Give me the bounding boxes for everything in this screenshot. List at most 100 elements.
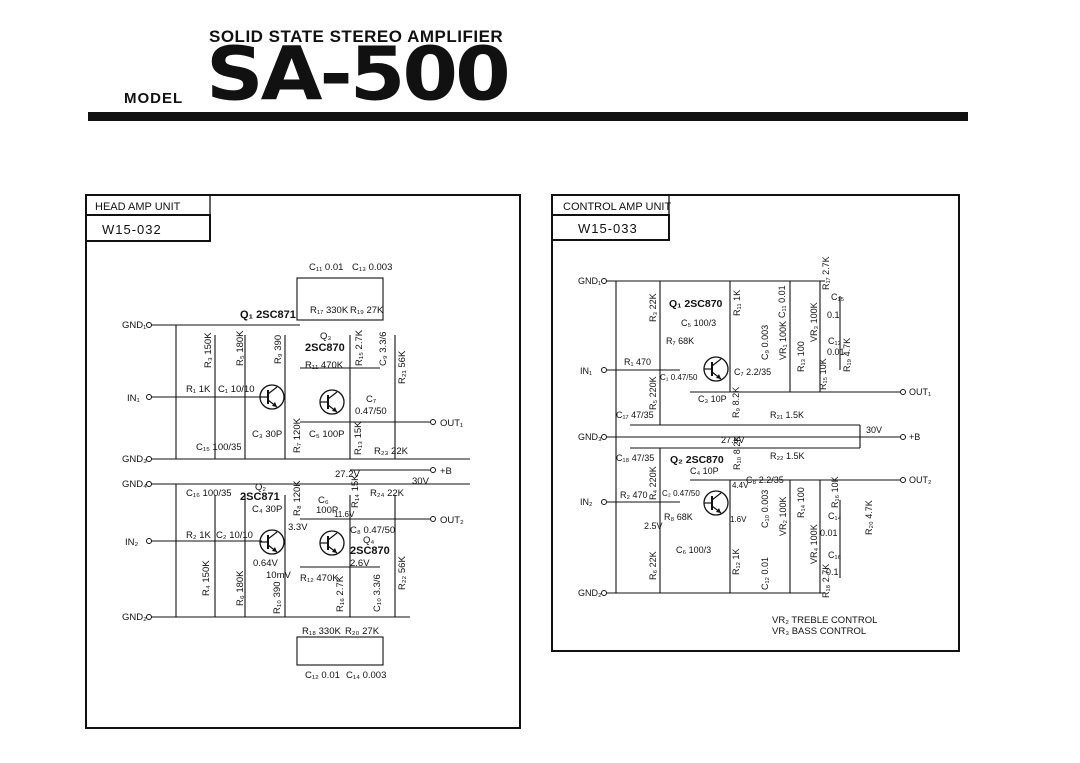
ha-r7: R₇ 120K: [292, 417, 303, 453]
ca-c2: C₂ 0.47/50: [662, 489, 700, 498]
ha-v10m: 10mV: [266, 570, 291, 581]
ha-v116: 11.6V: [334, 510, 355, 519]
ha-r10: R₁₀ 390: [272, 582, 283, 615]
ca-r3: R₃ 22K: [648, 293, 658, 322]
ca-c5: C₅ 100/3: [681, 318, 716, 328]
ca-r4: R₄ 220K: [648, 466, 658, 500]
ca-c9: C₉ 0.003: [760, 325, 770, 360]
control-amp-title: CONTROL AMP UNIT: [563, 201, 671, 213]
ha-gnd4: GND₄: [122, 479, 147, 490]
ca-c10: C₁₀ 0.003: [760, 490, 770, 528]
ca-c16v: 0.1: [826, 567, 839, 577]
ca-v16: 1.6V: [730, 515, 747, 524]
ha-c6: C₆: [318, 495, 329, 506]
ca-r12: R₁₂ 1K: [731, 548, 741, 575]
ca-r15: R₁₅ 10K: [818, 358, 828, 390]
ca-r22: R₂₂ 1.5K: [770, 451, 805, 461]
ha-c6v: 100P: [316, 505, 338, 516]
ha-c10: C₁₀ 3.3/6: [372, 574, 383, 612]
ca-r14: R₁₄ 100: [796, 487, 806, 518]
head-amp-title: HEAD AMP UNIT: [95, 201, 181, 213]
ha-c1: C₁ 10/10: [218, 384, 254, 395]
ha-c9: C₉ 3.3/6: [378, 332, 389, 366]
ha-in1: IN₁: [127, 393, 140, 404]
ca-c14: C₁₄: [828, 511, 842, 521]
ha-q3-name: Q₃: [320, 331, 331, 342]
ca-c4: C₄ 10P: [690, 466, 719, 476]
ha-in2: IN₂: [125, 537, 139, 548]
head-amp-frame: [85, 194, 521, 729]
ca-v25: 2.5V: [644, 521, 663, 531]
ca-c14v: 0.01: [820, 528, 838, 538]
ha-r6: R₆ 180K: [235, 570, 246, 606]
ha-c16: C₁₆ 100/35: [186, 488, 232, 499]
ha-r9: R₉ 390: [273, 335, 284, 364]
ha-r11: R₁₁ 470K: [305, 360, 344, 371]
ca-r7: R₇ 68K: [666, 336, 694, 346]
ha-r17: R₁₇ 330K: [310, 305, 349, 316]
ha-q4: 2SC870: [350, 545, 390, 557]
ca-c15v: 0.1: [827, 310, 840, 320]
ca-r1: R₁ 470: [624, 357, 651, 367]
ha-v26: 2.6V: [350, 558, 370, 569]
ha-c13: C₁₃ 0.003: [352, 262, 392, 273]
ha-out2: OUT₂: [440, 515, 464, 526]
control-amp-code: W15-033: [578, 221, 638, 236]
ha-c3: C₃ 30P: [252, 429, 282, 440]
ha-r22: R₂₂ 56K: [397, 556, 408, 590]
ha-q2-name: Q₂: [255, 482, 266, 493]
ha-c15: C₁₅ 100/35: [196, 442, 242, 453]
ha-v27: 27.2V: [335, 469, 360, 480]
ca-r19: R₁₉ 4.7K: [842, 338, 852, 372]
ca-c12: C₁₂ 0.01: [760, 557, 770, 590]
ha-c8: C₈ 0.47/50: [350, 525, 395, 536]
ca-v44: 4.4V: [732, 481, 749, 490]
ha-q1: Q₁ 2SC871: [240, 309, 296, 321]
control-amp-unit: CONTROL AMP UNIT W15-033: [551, 194, 960, 652]
ca-gnd2: GND₂: [578, 588, 602, 598]
ca-r11: R₁₁ 1K: [732, 290, 742, 316]
ca-c17: C₁₇ 47/35: [616, 410, 654, 420]
ca-q1: Q₁ 2SC870: [669, 298, 723, 310]
ca-in1: IN₁: [580, 366, 592, 376]
ca-c16: C₁₆: [828, 550, 842, 560]
ha-q4-name: Q₄: [363, 535, 374, 546]
ca-c13v: 0.01: [827, 347, 845, 357]
ca-out2: OUT₂: [909, 475, 932, 485]
ca-r17: R₁₇ 2.7K: [821, 256, 831, 290]
header-rule: [88, 112, 968, 121]
ha-c7v: 0.47/50: [355, 406, 387, 417]
ca-r2: R₂ 470: [620, 490, 648, 500]
ca-r5: R₅ 220K: [648, 376, 658, 410]
ha-r21: R₂₁ 56K: [397, 350, 408, 384]
ca-vr2: VR₂ 100K: [778, 496, 788, 536]
ha-plus-b: +B: [440, 466, 452, 477]
ha-c12: C₁₂ 0.01: [305, 670, 340, 681]
ha-gnd2: GND₂: [122, 612, 147, 623]
ca-vr4: VR₄ 100K: [809, 524, 819, 564]
ca-out1: OUT₁: [909, 387, 931, 397]
ca-c15: C₁₅: [831, 292, 845, 302]
ha-r12: R₁₂ 470K: [300, 573, 339, 584]
ha-v064: 0.64V: [253, 558, 278, 569]
ca-v275: 27.5V: [721, 435, 745, 445]
ca-r18: R₁₈ 2.7K: [821, 564, 831, 598]
ha-r15: R₁₅ 2.7K: [354, 329, 365, 366]
ha-c2: C₂ 10/10: [216, 530, 253, 541]
subtitle: SOLID STATE STEREO AMPLIFIER: [209, 27, 504, 46]
ha-r18: R₁₈ 330K: [302, 626, 341, 637]
ca-r9: R₉ 8.2K: [731, 387, 741, 418]
ha-v30: 30V: [412, 476, 430, 487]
ha-q3: 2SC870: [305, 342, 345, 354]
ca-note-vr2: VR₂ TREBLE CONTROL: [772, 615, 877, 626]
ha-r1: R₁ 1K: [186, 384, 211, 395]
ha-r2: R₂ 1K: [186, 530, 211, 541]
head-amp-code: W15-032: [102, 222, 162, 237]
ha-v33: 3.3V: [288, 522, 308, 533]
ca-c1: C₁ 0.47/50: [660, 373, 698, 382]
ha-r19: R₁₉ 27K: [350, 305, 384, 316]
ha-r8: R₈ 120K: [292, 480, 303, 516]
head-amp-unit: HEAD AMP UNIT W15-032: [85, 194, 521, 729]
ca-q2: Q₂ 2SC870: [670, 454, 724, 466]
